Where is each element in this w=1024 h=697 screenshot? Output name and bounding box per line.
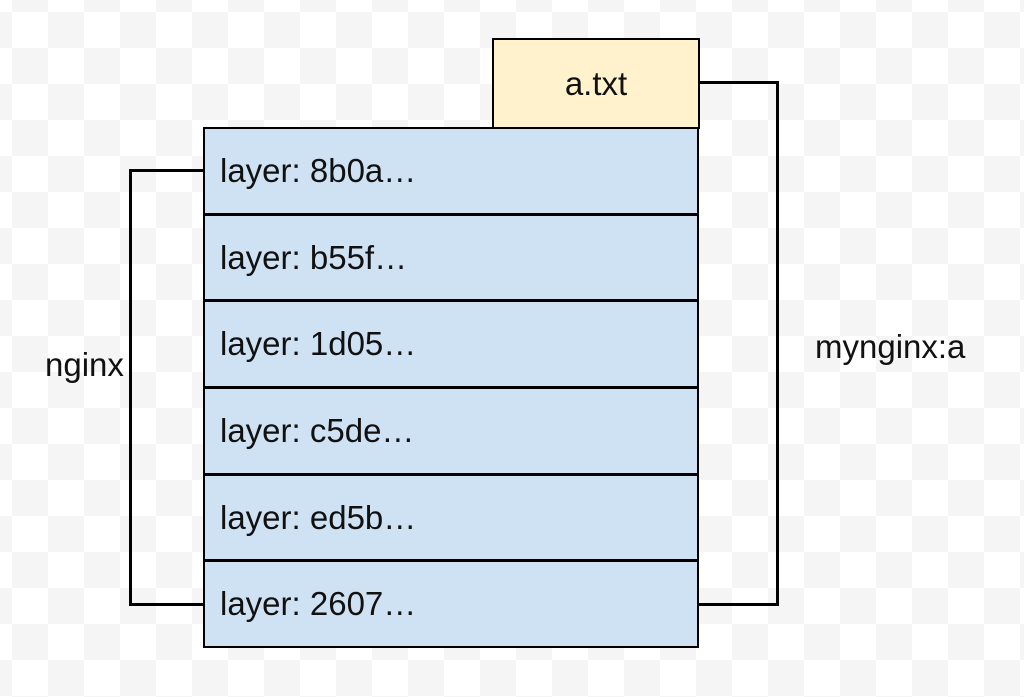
layer-row-label: layer: c5de… <box>220 411 415 449</box>
layer-row: layer: 2607… <box>205 559 697 646</box>
layer-row: layer: c5de… <box>205 386 697 473</box>
layer-row: layer: b55f… <box>205 212 697 300</box>
right-bracket-label: mynginx:a <box>815 328 966 365</box>
left-bracket-shape <box>129 169 203 606</box>
layer-row: layer: 8b0a… <box>205 129 697 213</box>
right-bracket-shape <box>699 81 779 606</box>
layer-row: layer: ed5b… <box>205 472 697 560</box>
layer-row-label: layer: ed5b… <box>220 498 417 536</box>
layer-row-label: layer: 2607… <box>220 585 417 623</box>
layer-row-label: layer: 8b0a… <box>220 151 417 189</box>
file-box-label: a.txt <box>564 64 628 102</box>
file-box: a.txt <box>492 38 700 129</box>
left-bracket-label: nginx <box>45 346 124 383</box>
layer-row: layer: 1d05… <box>205 299 697 386</box>
layer-row-label: layer: b55f… <box>220 238 408 276</box>
layer-row-label: layer: 1d05… <box>220 325 417 363</box>
image-layer-stack: layer: 8b0a… layer: b55f… layer: 1d05… l… <box>203 127 699 648</box>
